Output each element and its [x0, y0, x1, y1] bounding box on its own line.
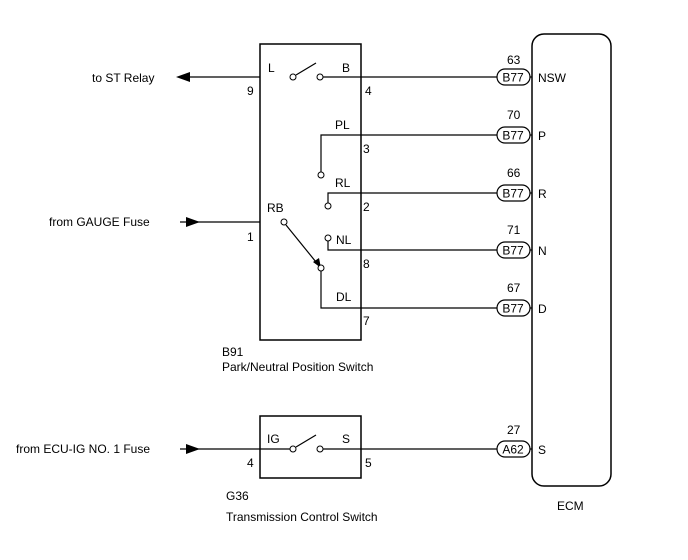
to-st-relay-arrow: [176, 72, 190, 82]
ecm-terminal-name: P: [538, 129, 546, 143]
connector-code: A62: [502, 443, 524, 457]
ecm-terminal-name: NSW: [538, 71, 567, 85]
ecm-pin-number: 63: [507, 53, 521, 67]
connector-badge: [496, 184, 531, 202]
terminal-rl-label: RL: [335, 176, 351, 190]
ecm-box: [531, 33, 612, 487]
connector-badge: [496, 68, 531, 86]
internal-wire-nl: [327, 241, 361, 251]
ecm-input-row-nsw: B77 63 NSW: [361, 53, 567, 86]
terminal-b-label: B: [342, 61, 350, 75]
connector-badge: [496, 241, 531, 259]
pin-rl-number: 2: [363, 200, 370, 214]
switch-contact-b: [316, 73, 324, 81]
ecm-input-row-n: B77 71 N: [361, 223, 547, 259]
connector-code: B77: [502, 71, 524, 85]
connector-code: B77: [502, 187, 524, 201]
pin-b-number: 4: [365, 84, 372, 98]
pin-dl-number: 7: [363, 314, 370, 328]
selector-contact-nl: [324, 234, 332, 242]
terminal-l-label: L: [268, 61, 275, 75]
ecm: ECM: [531, 33, 612, 513]
ecm-pin-number: 71: [507, 223, 521, 237]
selector-contact-pl: [317, 171, 325, 179]
ecm-pin-number: 70: [507, 108, 521, 122]
switch-blade-l-b: [295, 62, 317, 76]
pin-ig-number: 4: [247, 456, 254, 470]
to-st-relay-signal: to ST Relay: [92, 71, 260, 85]
terminal-rb-label: RB: [267, 201, 284, 215]
terminal-pl-label: PL: [335, 118, 350, 132]
ecm-pin-number: 66: [507, 166, 521, 180]
ecm-label: ECM: [557, 499, 584, 513]
to-st-relay-label: to ST Relay: [92, 71, 154, 85]
terminal-s-label: S: [342, 432, 350, 446]
ecm-terminal-name: N: [538, 244, 547, 258]
park-neutral-switch-box: [259, 43, 362, 341]
ecm-input-row-s: A62 27 S: [361, 423, 546, 458]
from-ecu-ig-fuse-label: from ECU-IG NO. 1 Fuse: [16, 442, 150, 456]
ecm-input-row-p: B77 70 P: [361, 108, 546, 144]
terminal-dl-label: DL: [336, 290, 352, 304]
selector-common-rb: [280, 218, 288, 226]
pin-rb-number: 1: [247, 230, 254, 244]
connector-badge: [496, 126, 531, 144]
park-neutral-switch-name: Park/Neutral Position Switch: [222, 360, 373, 374]
pin-l-number: 9: [247, 84, 254, 98]
transmission-switch-name: Transmission Control Switch: [226, 510, 378, 524]
terminal-ig-label: IG: [267, 432, 280, 446]
selector-contact-dl: [317, 264, 325, 272]
connector-code: B77: [502, 129, 524, 143]
internal-wire-dl: [320, 271, 361, 309]
park-neutral-switch: L B 9 4 PL 3 RL 2 RB 1 NL 8 DL 7 B91 Par…: [222, 43, 373, 374]
ecm-terminal-name: S: [538, 443, 546, 457]
switch-contact-s: [316, 445, 324, 453]
internal-wire-rl: [327, 192, 361, 203]
selector-blade: [285, 224, 317, 263]
transmission-switch-box: [259, 415, 362, 479]
ecm-terminal-name: R: [538, 187, 547, 201]
connector-code: B77: [502, 302, 524, 316]
ecm-input-row-d: B77 67 D: [361, 281, 547, 317]
ecm-input-row-r: B77 66 R: [361, 166, 547, 202]
from-gauge-fuse-signal: from GAUGE Fuse: [49, 215, 260, 229]
ecm-pin-number: 67: [507, 281, 521, 295]
pin-nl-number: 8: [363, 257, 370, 271]
connector-code: B77: [502, 244, 524, 258]
switch-blade-ig-s: [295, 434, 317, 448]
connector-badge: [496, 440, 531, 458]
pin-pl-number: 3: [363, 142, 370, 156]
connector-badge: [496, 299, 531, 317]
from-ecu-ig-fuse-arrow: [186, 444, 200, 454]
switch-contact-ig: [289, 445, 297, 453]
pin-s-number: 5: [365, 456, 372, 470]
ecm-pin-number: 27: [507, 423, 521, 437]
terminal-nl-label: NL: [336, 233, 352, 247]
internal-wire-pl: [320, 134, 361, 172]
from-gauge-fuse-arrow: [186, 217, 200, 227]
selector-contact-rl: [324, 202, 332, 210]
park-neutral-switch-code: B91: [222, 345, 244, 359]
from-ecu-ig-fuse-signal: from ECU-IG NO. 1 Fuse: [16, 442, 260, 456]
from-gauge-fuse-label: from GAUGE Fuse: [49, 215, 150, 229]
ecm-terminal-name: D: [538, 302, 547, 316]
switch-contact-l: [289, 73, 297, 81]
transmission-control-switch: IG S 4 5 G36 Transmission Control Switch: [226, 415, 378, 524]
transmission-switch-code: G36: [226, 489, 249, 503]
